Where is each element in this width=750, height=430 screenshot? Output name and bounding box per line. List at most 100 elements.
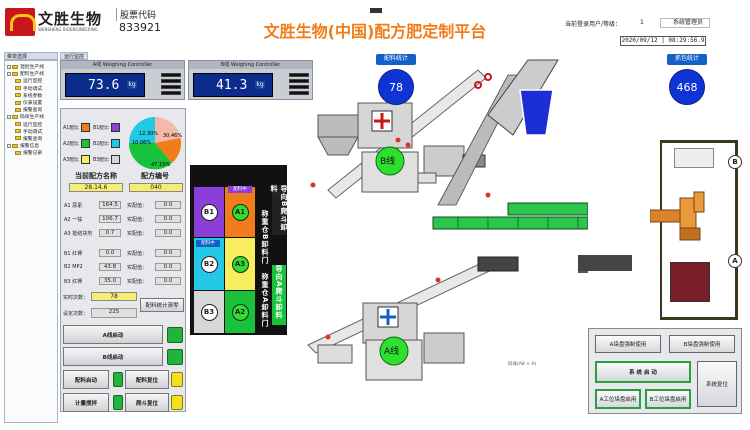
pallet-a (670, 262, 710, 302)
controller-b-title: B线 Weighing Controller (189, 61, 312, 69)
menu-item-label: 配料生产线 (20, 72, 44, 78)
formula-row-actual: 0.0 (155, 229, 181, 237)
b-weigh-gate-label: 称重仓B卸料门 (258, 210, 272, 270)
main-conveyor (432, 216, 588, 230)
pack-stat-label: 抓包统计 (667, 54, 707, 65)
expand-icon[interactable]: - (7, 64, 11, 69)
menu-item[interactable]: 手动调试 (5, 128, 57, 135)
a-weigh-gate-text: 称重仓A卸料门 (261, 273, 269, 328)
formula-row-setval: 106.7 (99, 215, 121, 223)
batch-stat-label: 配料统计 (376, 54, 416, 65)
top-bin-window (519, 89, 554, 136)
menu-item[interactable]: -报警信息 (5, 142, 57, 149)
actual-count-value: 78 (91, 292, 137, 301)
menu-item-label: 手动调试 (23, 86, 43, 92)
menu-item-label: 混批生产线 (20, 65, 44, 71)
pie-label-1: 12.30% (139, 131, 158, 137)
brand-name-en: WENSHENG BIOENGINEERING (38, 27, 98, 32)
batch-reset-button[interactable]: 配料复位 (125, 370, 169, 389)
formula-row-actual-label: 实配值： (127, 251, 148, 257)
page-title: 文胜生物(中国)配方肥定制平台 (263, 22, 487, 41)
formula-row-label: A1 尿素 (64, 203, 83, 209)
weighing-controller-b: B线 Weighing Controller 41.3 kg (188, 60, 313, 100)
menu-item[interactable]: 报警查询 (5, 135, 57, 142)
menu-item[interactable]: -码垛生产线 (5, 113, 57, 120)
hopper-reset-button[interactable]: 爬斗复位 (125, 393, 169, 412)
folder-icon (15, 129, 21, 134)
mix-b1-label: B1配比 (92, 125, 109, 131)
system-start-button[interactable]: 系 统 启 动 (595, 361, 691, 383)
tab-run-monitor[interactable]: 运行监控 (60, 52, 88, 60)
formula-row-setval: 164.5 (99, 201, 121, 209)
formula-row-setval: 0.0 (99, 249, 121, 257)
formula-row-actual: 0.0 (155, 201, 181, 209)
menu-item[interactable]: 运行监控 (5, 121, 57, 128)
formula-row-actual-label: 实配值： (127, 203, 148, 209)
folder-icon (15, 107, 21, 112)
system-reset-button[interactable]: 系统复位 (697, 361, 737, 407)
menu-item[interactable]: 报警记录 (5, 149, 57, 156)
b-hopper-guide-text: 导向B爬斗卸料 (270, 185, 288, 232)
stock-code: 833921 (119, 21, 161, 34)
formula-code-value: 040 (129, 183, 183, 192)
formula-row-actual: 0.0 (155, 215, 181, 223)
bin-a1-label: A1 (231, 203, 249, 221)
clear-stats-button[interactable]: 配料统计清零 (140, 298, 184, 312)
pie-label-4: 47.15% (151, 162, 170, 168)
company-logo (5, 8, 36, 36)
menu-item[interactable]: - 配料生产线 (5, 70, 57, 77)
menu-item[interactable]: 报警查询 (5, 106, 57, 113)
mixing-tag-1: 配料中 (228, 186, 252, 193)
formula-name-label: 当前配方名称 (75, 172, 117, 180)
menu-item[interactable]: 运行监控 (5, 77, 57, 84)
menu-item-label: 报警查询 (23, 108, 43, 114)
menu-item-label: 运行监控 (23, 122, 43, 128)
menu-item[interactable]: - 混批生产线 (5, 63, 57, 70)
formula-row-label: A3 抵结块剂 (64, 231, 93, 237)
b-line-label: B线 (380, 155, 395, 167)
b-hopper (317, 114, 359, 138)
formula-row-label: B2 MP2 (64, 264, 83, 270)
formula-row-setval: 35.0 (99, 277, 121, 285)
mix-b2-label: B2配比 (92, 141, 109, 147)
meter-stir-button[interactable]: 计量搅拌 (63, 393, 109, 412)
batch-reset-indicator (171, 372, 183, 387)
discharge-chute (578, 255, 632, 271)
actual-count-label: 实时次数： (63, 295, 89, 301)
expand-icon[interactable]: - (7, 114, 11, 119)
batch-start-button[interactable]: 配料启动 (63, 370, 109, 389)
formula-row-label: A2 一铵 (64, 217, 83, 223)
pallet-a-stack (674, 148, 714, 168)
b-station-pallet-button[interactable]: B工位垛盘启用 (645, 389, 691, 409)
mixing-tag-2: 配料中 (196, 240, 220, 247)
folder-icon (12, 143, 18, 148)
controller-a-status (161, 73, 181, 95)
menu-item[interactable]: 仪表设置 (5, 99, 57, 106)
menu-item[interactable]: 系统参数 (5, 92, 57, 99)
controller-b-unit: kg (255, 81, 265, 89)
bag-feeder (477, 256, 519, 272)
menu-item[interactable]: 手动调试 (5, 85, 57, 92)
mix-a3-label: A3配比 (63, 157, 79, 163)
expand-icon[interactable]: - (7, 143, 11, 148)
b-pallet-force-button[interactable]: B垛盘强制使用 (669, 335, 735, 353)
batch-stat-value: 78 (378, 69, 414, 105)
a-station-pallet-button[interactable]: A工位垛盘启用 (595, 389, 641, 409)
bin-panel: B1 A1 配料中 B2 配料中 A3 B3 A2 导向B爬斗卸料 称重仓B卸料… (190, 165, 288, 335)
b-line-start-button[interactable]: B线启动 (63, 347, 163, 366)
sensor-markers (310, 137, 491, 340)
current-user[interactable]: 系统管理员 (660, 18, 710, 28)
bin-b1-label: B1 (200, 203, 218, 221)
mix-a1-label: A1配比 (63, 125, 79, 131)
bin-a2-label: A2 (231, 303, 249, 321)
a-line-start-button[interactable]: A线启动 (63, 325, 163, 344)
top-handle[interactable] (370, 8, 382, 13)
menu-tree: -混批生产线-配料生产线运行监控手动调试系统参数仪表设置报警查询-码垛生产线运行… (4, 60, 58, 423)
a-line-status-indicator (167, 327, 183, 343)
user-level-label: 当前登录用户/等级： (565, 21, 622, 28)
user-name: 系统管理员 (673, 19, 704, 26)
bin-a3: A3 (225, 238, 255, 290)
expand-icon[interactable]: - (7, 71, 11, 76)
a-pallet-force-button[interactable]: A垛盘强制使用 (595, 335, 661, 353)
